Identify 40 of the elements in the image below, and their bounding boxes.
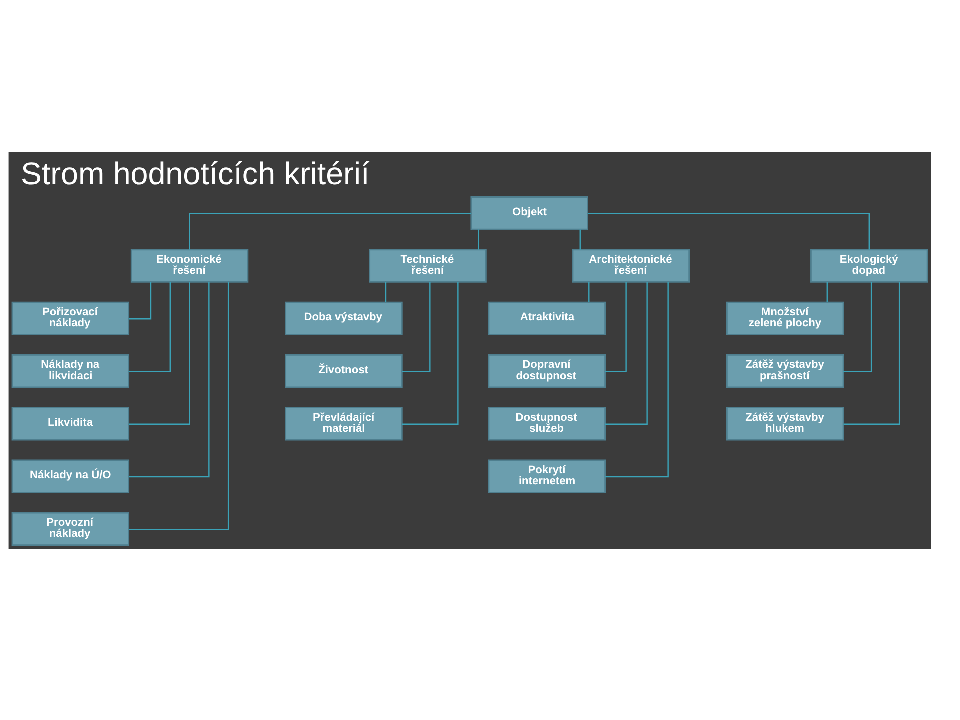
diagram-title: Strom hodnotících kritérií [20,156,370,192]
node-box: Životnost [285,354,403,388]
node-box: Objekt [470,196,588,230]
connector [129,282,190,424]
connector [826,282,828,302]
node-box: Atraktivita [488,301,606,336]
connector [844,282,900,424]
connector [402,282,459,424]
node-box: Provozní náklady [12,512,130,546]
connector [129,282,152,320]
node-box: Zátěž výstavby hlukem [726,406,844,440]
connector [129,282,230,530]
connector [588,212,870,250]
connector [128,282,171,372]
node-box: Architektonické řešení [572,248,690,282]
node-box: Technické řešení [369,248,487,282]
node-box: Pořizovací náklady [12,301,130,336]
node-box: Dostupnost služeb [488,406,606,440]
node-box: Ekologický dopad [810,248,928,282]
node-box: Ekonomické řešení [130,248,249,282]
connector [478,229,480,250]
connector [605,282,648,424]
connector [606,282,627,372]
node-box: Množství zelené plochy [726,301,844,336]
node-box: Převládající materiál [285,406,403,440]
connector [402,282,431,372]
connector [580,229,581,250]
connector [844,282,872,372]
node-box: Dopravní dostupnost [488,354,606,388]
connector [189,212,472,250]
connector [606,282,669,478]
node-box: Likvidita [12,406,130,440]
node-box: Pokrytí internetem [488,459,606,493]
connector [385,282,387,302]
node-box: Náklady na Ú/O [12,459,130,493]
node-box: Náklady na likvidaci [12,354,130,388]
connector [588,282,590,302]
node-box: Zátěž výstavby prašností [726,354,844,388]
node-box: Doba výstavby [285,301,403,336]
connector [129,282,210,478]
